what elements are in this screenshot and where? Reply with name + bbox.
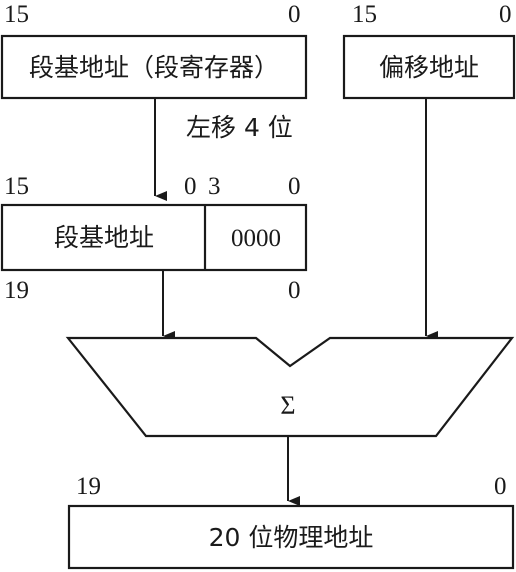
shift-label: 左移 4 位 <box>186 113 293 142</box>
offset-address-bit-high: 15 <box>352 1 377 28</box>
shifted-base-total-low: 0 <box>288 277 301 304</box>
physical-address-bit-low: 0 <box>494 473 507 500</box>
offset-address-box <box>342 34 516 100</box>
segment-register-label: 段基地址（段寄存器） <box>29 53 279 82</box>
segment-register-bit-low: 0 <box>288 1 301 28</box>
shifted-base-bit-mid-high: 3 <box>208 173 221 200</box>
shifted-base-bit-high: 15 <box>4 173 29 200</box>
segment-register-bit-high: 15 <box>4 1 29 28</box>
physical-address-box <box>67 504 515 570</box>
shifted-base-label: 段基地址 <box>54 223 154 252</box>
segment-register-box <box>0 34 308 100</box>
physical-address-label: 20 位物理地址 <box>209 523 374 552</box>
physical-address-bit-high: 19 <box>76 473 101 500</box>
adder-symbol: Σ <box>280 391 295 420</box>
offset-address-label: 偏移地址 <box>379 53 479 82</box>
shifted-base-bit-mid-low: 0 <box>184 173 197 200</box>
shifted-base-bit-low: 0 <box>288 173 301 200</box>
adder-shape <box>65 336 515 438</box>
shifted-base-pad: 0000 <box>231 225 281 252</box>
offset-address-bit-low: 0 <box>499 1 512 28</box>
shifted-base-total-high: 19 <box>4 277 29 304</box>
shifted-base-box <box>0 203 308 272</box>
